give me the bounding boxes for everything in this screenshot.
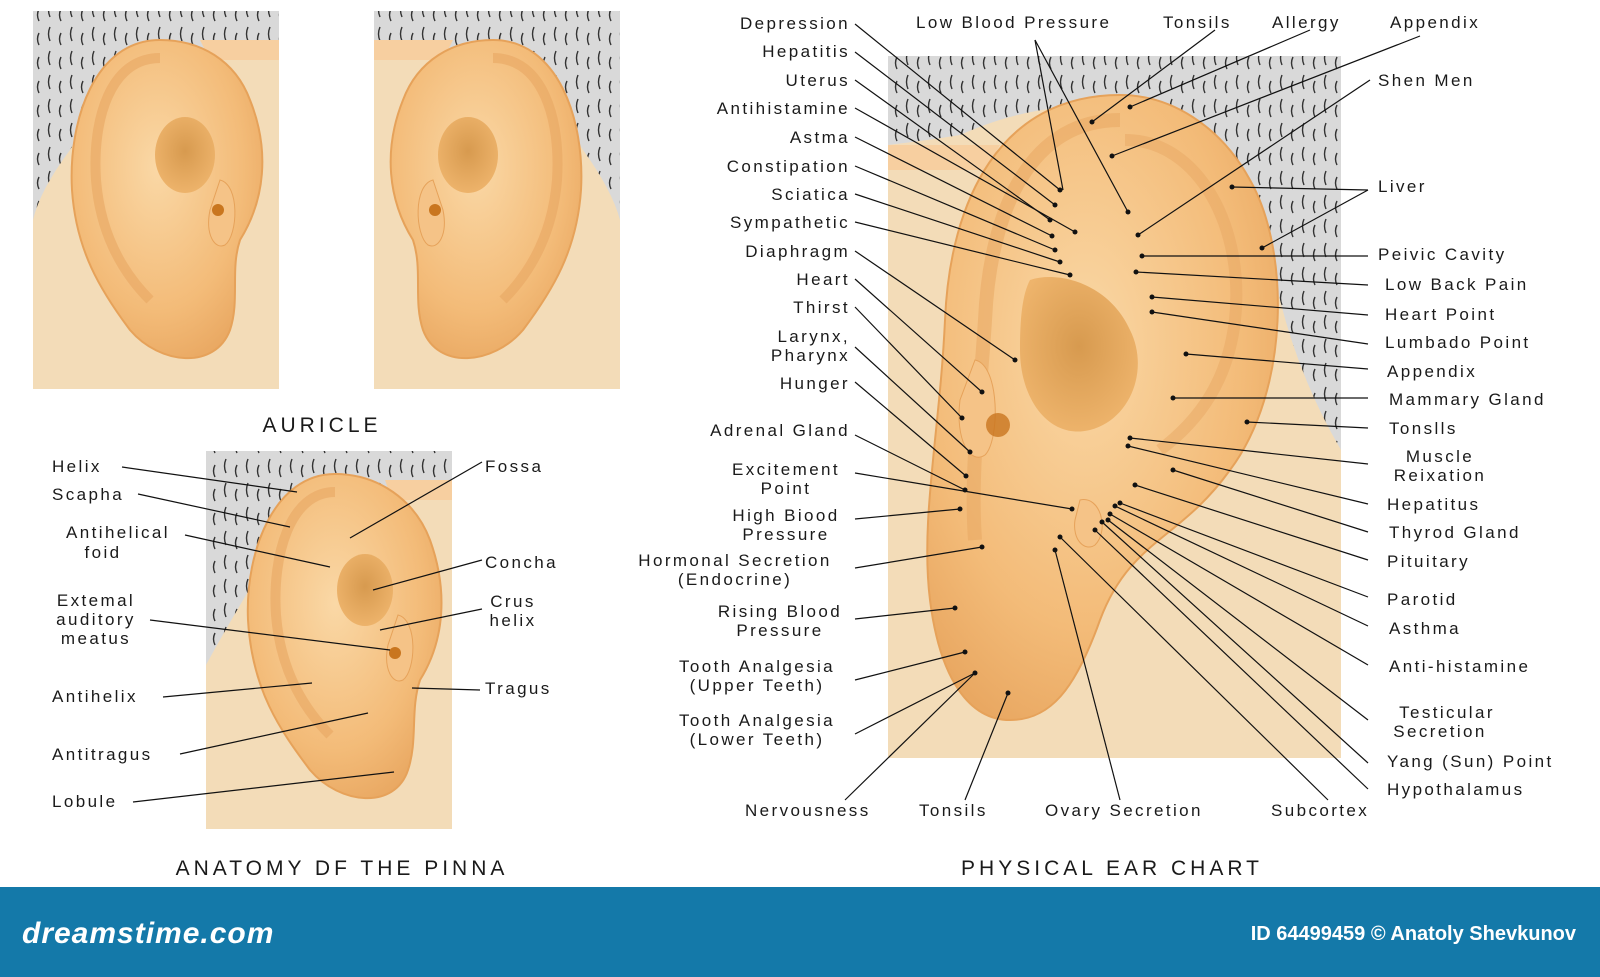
chart-label-tonsils-top: Tonsils [1163,13,1232,32]
pinna-label-external-line1: Extemal [57,591,135,610]
chart-label-heart: Heart [796,270,850,289]
chart-label-testicular-line1: Testicular [1399,703,1495,722]
chart-label-high-blood-pressure-line1: High Biood [732,506,839,525]
auricle-left-ear-illustration [33,11,279,389]
auricle-right-ear-illustration [374,11,620,389]
chart-label-tooth-lower-line1: Tooth Analgesia [679,711,835,730]
chart-label-liver: Liver [1378,177,1427,196]
chart-label-uterus: Uterus [786,71,850,90]
chart-title: PHYSICAL EAR CHART [961,857,1263,880]
footer-credit: ID 64499459 © Anatoly Shevkunov [1250,923,1576,945]
chart-label-diaphragm: Diaphragm [745,242,850,261]
chart-label-appendix-top: Appendix [1390,13,1480,32]
chart-label-excitement-line2: Point [761,479,812,498]
pinna-label-lobule: Lobule [52,792,117,811]
chart-label-asthma: Asthma [1389,619,1461,638]
ear-diagram-artwork: AURICLE Helix Scapha Antihelical foid Ex… [33,11,1554,880]
pinna-label-concha: Concha [485,553,558,572]
chart-label-tonsils-right: Tonslls [1389,419,1458,438]
chart-label-hypothalamus: Hypothalamus [1387,780,1524,799]
chart-label-hepatitus: Hepatitus [1387,495,1480,514]
chart-label-rising-blood-pressure-line2: Pressure [736,621,823,640]
chart-label-testicular-line2: Secretion [1393,722,1486,741]
chart-ear-illustration [888,56,1341,758]
chart-label-astma: Astma [790,128,850,147]
chart-label-sympathetic: Sympathetic [730,213,850,232]
footer-bar: dreamstime.com ID 64499459 © Anatoly She… [0,887,1600,977]
pinna-label-fossa: Fossa [485,457,543,476]
chart-label-hormonal-secretion-line2: (Endocrine) [678,570,792,589]
chart-acupoint-dots [952,104,1265,696]
pinna-label-external-line3: meatus [61,629,131,648]
pinna-label-antitragus: Antitragus [52,745,153,764]
chart-label-larynx-line1: Larynx, [777,327,850,346]
pinna-label-external-line2: auditory [56,610,136,629]
chart-label-hormonal-secretion-line1: Hormonal Secretion [638,551,831,570]
pinna-label-helix: Helix [52,457,102,476]
chart-label-shen-men: Shen Men [1378,71,1475,90]
footer-site-logo[interactable]: dreamstime.com [22,917,275,950]
chart-label-hepatitis: Hepatitis [762,42,850,61]
chart-label-tooth-upper-line1: Tooth Analgesia [679,657,835,676]
chart-label-nervousness: Nervousness [745,801,871,820]
chart-label-tooth-lower-line2: (Lower Teeth) [690,730,825,749]
pinna-label-antihelical-fold-line1: Antihelical [66,523,170,542]
chart-leader-lines [844,23,1421,801]
chart-label-anti-histamine: Anti-histamine [1389,657,1530,676]
chart-label-subcortex: Subcortex [1271,801,1369,820]
pinna-title: ANATOMY DF THE PINNA [176,857,509,880]
chart-label-pituitary: Pituitary [1387,552,1470,571]
chart-label-muscle-relaxation-line2: Reixation [1394,466,1486,485]
chart-label-depression: Depression [740,14,850,33]
chart-label-tooth-upper-line2: (Upper Teeth) [690,676,825,695]
chart-label-pelvic-cavity: Peivic Cavity [1378,245,1507,264]
chart-label-low-back-pain: Low Back Pain [1385,275,1529,294]
pinna-label-crus-helix-line2: helix [490,611,537,630]
chart-label-allergy: Allergy [1272,13,1341,32]
chart-label-hunger: Hunger [780,374,850,393]
pinna-label-tragus: Tragus [485,679,552,698]
pinna-label-antihelix: Antihelix [52,687,138,706]
chart-label-tonsils-bottom: Tonsils [919,801,988,820]
chart-label-ovary-secretion: Ovary Secretion [1045,801,1203,820]
chart-label-rising-blood-pressure-line1: Rising Blood [718,602,842,621]
pinna-ear-illustration [206,451,452,829]
chart-label-parotid: Parotid [1387,590,1458,609]
pinna-label-antihelical-fold-line2: foid [84,543,121,562]
chart-label-muscle-relaxation-line1: Muscle [1406,447,1474,466]
chart-label-yang-sun-point: Yang (Sun) Point [1387,752,1554,771]
pinna-label-scapha: Scapha [52,485,124,504]
chart-label-constipation: Constipation [727,157,850,176]
chart-label-excitement-line1: Excitement [732,460,840,479]
chart-label-lumbado-point: Lumbado Point [1385,333,1531,352]
chart-label-mammary-gland: Mammary Gland [1389,390,1546,409]
pinna-label-crus-helix-line1: Crus [490,592,536,611]
chart-label-heart-point: Heart Point [1385,305,1496,324]
pinna-leader-lines [121,461,483,803]
auricle-title: AURICLE [262,414,381,437]
chart-label-antihistamine: Antihistamine [717,99,850,118]
chart-label-appendix-right: Appendix [1387,362,1477,381]
chart-label-thyroid-gland: Thyrod Gland [1389,523,1521,542]
chart-label-high-blood-pressure-line2: Pressure [742,525,829,544]
chart-label-adrenal-gland: Adrenal Gland [710,421,850,440]
chart-label-sciatica: Sciatica [771,185,850,204]
chart-label-low-blood-pressure: Low Blood Pressure [916,13,1111,32]
chart-label-larynx-line2: Pharynx [771,346,850,365]
chart-label-thirst: Thirst [793,298,850,317]
